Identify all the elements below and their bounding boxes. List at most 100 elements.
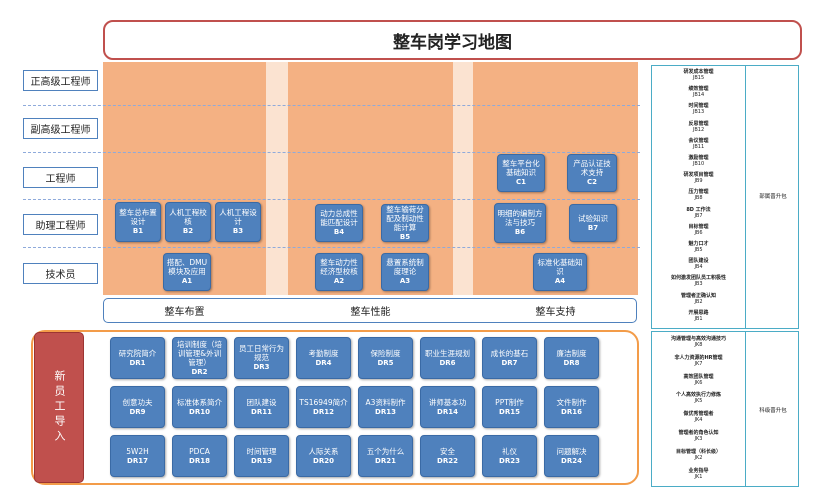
- card-label: 标准化基础知识: [537, 258, 583, 276]
- card-label: 5W2H: [126, 446, 149, 456]
- card-label: 保险制度: [370, 348, 401, 358]
- card-code: B5: [399, 232, 411, 241]
- card-label: 考勤制度: [308, 348, 339, 358]
- card-code: A2: [333, 277, 345, 285]
- course-name: 目标管理: [688, 223, 709, 230]
- card-label: 问题解决: [556, 446, 587, 456]
- card-label: 整车总布置设计: [119, 208, 157, 226]
- level-technician: 技术员: [23, 263, 98, 284]
- card-code: DR11: [251, 407, 272, 416]
- promotion-course-item[interactable]: 目标管理（科长级）JK2: [652, 449, 745, 461]
- category-vehicle-performance: 整车性能: [350, 307, 391, 318]
- course-name: 8D 工作法: [686, 206, 711, 213]
- course-code: JB4: [694, 264, 703, 271]
- card-code: C1: [515, 178, 526, 186]
- course-code: JB11: [692, 143, 705, 150]
- course-name: 个人高效执行力修炼: [675, 392, 721, 399]
- column-gap: [453, 62, 473, 295]
- card-label: 员工日常行为规范: [239, 344, 284, 362]
- panel-divider: [745, 332, 746, 486]
- card-code: DR17: [127, 456, 148, 465]
- card-code: DR24: [561, 456, 582, 465]
- card-code: B7: [587, 223, 599, 232]
- card-label: 安全: [440, 446, 455, 456]
- card-label: PPT制作: [495, 397, 524, 407]
- level-senior-engineer: 正高级工程师: [23, 70, 98, 91]
- card-label: 团队建设: [246, 397, 277, 407]
- course-name: 绩效管理: [688, 86, 709, 93]
- course-code: JB8: [694, 195, 703, 202]
- course-code: JK1: [694, 473, 703, 480]
- course-code: JK5: [694, 398, 703, 405]
- card-code: DR12: [313, 407, 334, 416]
- course-name: 魅力口才: [688, 241, 709, 247]
- card-code: A3: [399, 277, 411, 285]
- level-associate-senior-engineer: 副高级工程师: [23, 118, 98, 139]
- new-employee-course-card[interactable]: 培训制度（培训管理&外训管理）DR2: [172, 337, 227, 379]
- card-code: DR6: [439, 358, 456, 367]
- card-label: 试验知识: [578, 213, 608, 223]
- course-code: JB13: [692, 109, 705, 116]
- card-label: 时间管理: [246, 446, 277, 456]
- card-label: 培训制度（培训管理&外训管理）: [177, 339, 222, 367]
